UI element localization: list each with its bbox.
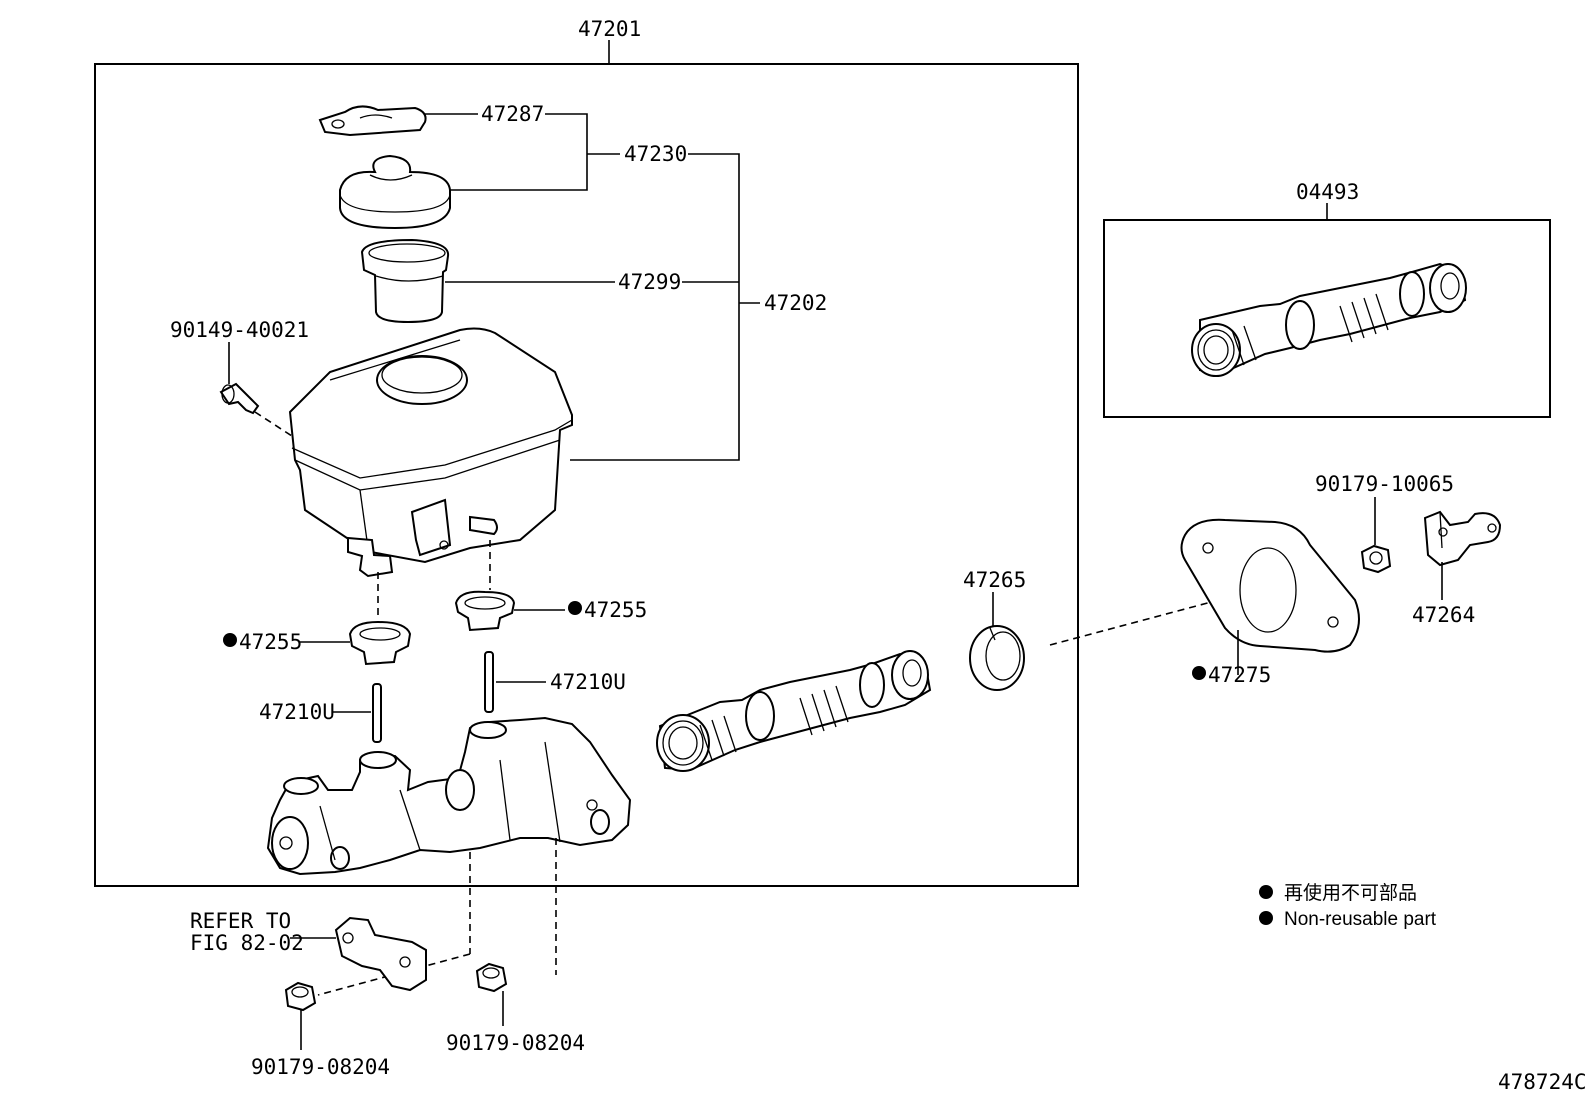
label-47202[interactable]: 47202 bbox=[764, 291, 827, 315]
kit-piston-assembly bbox=[1191, 262, 1467, 377]
label-47255-right[interactable]: 47255 bbox=[584, 598, 647, 622]
legend-japanese: 再使用不可部品 bbox=[1284, 882, 1417, 904]
nut-bottom-left bbox=[284, 981, 317, 1012]
reservoir-strainer bbox=[360, 238, 450, 324]
label-90179-10065[interactable]: 90179-10065 bbox=[1315, 472, 1454, 496]
reservoir-cap bbox=[339, 154, 451, 230]
cap-gasket bbox=[318, 105, 427, 137]
refer-bracket bbox=[334, 916, 427, 992]
legend: 再使用不可部品 Non-reusable part bbox=[1259, 882, 1437, 930]
legend-english: Non-reusable part bbox=[1284, 909, 1437, 930]
label-47201[interactable]: 47201 bbox=[578, 17, 641, 41]
label-refer-line2[interactable]: FIG 82-02 bbox=[190, 931, 304, 955]
piston-assembly bbox=[656, 650, 932, 772]
label-90179-08204-mid[interactable]: 90179-08204 bbox=[446, 1031, 585, 1055]
label-47299[interactable]: 47299 bbox=[618, 270, 681, 294]
nonreusable-dot-icon bbox=[1259, 911, 1273, 925]
label-47210U-right[interactable]: 47210U bbox=[550, 670, 626, 694]
nut-bottom-mid bbox=[475, 962, 508, 993]
nonreusable-dot-icon bbox=[223, 633, 237, 647]
label-47255-left[interactable]: 47255 bbox=[239, 630, 302, 654]
label-04493[interactable]: 04493 bbox=[1296, 180, 1359, 204]
reservoir-screw bbox=[219, 382, 260, 415]
pin-left bbox=[372, 683, 382, 743]
label-47264[interactable]: 47264 bbox=[1412, 603, 1475, 627]
grommet-left bbox=[348, 620, 412, 666]
bracket bbox=[1423, 510, 1502, 567]
label-47275[interactable]: 47275 bbox=[1208, 663, 1271, 687]
nut-top-right bbox=[1360, 544, 1392, 574]
label-90179-08204-left[interactable]: 90179-08204 bbox=[251, 1055, 390, 1079]
label-47265[interactable]: 47265 bbox=[963, 568, 1026, 592]
assembly-frame bbox=[94, 63, 1079, 887]
nonreusable-dot-icon bbox=[1192, 666, 1206, 680]
master-cylinder-body bbox=[266, 716, 632, 876]
pin-right bbox=[484, 651, 494, 713]
label-47287[interactable]: 47287 bbox=[481, 102, 544, 126]
nonreusable-dot-icon bbox=[1259, 885, 1273, 899]
nonreusable-dot-icon bbox=[568, 601, 582, 615]
label-47210U-left[interactable]: 47210U bbox=[259, 700, 335, 724]
label-90149-40021[interactable]: 90149-40021 bbox=[170, 318, 309, 342]
grommet-right bbox=[454, 590, 516, 632]
label-refer-line1[interactable]: REFER TO bbox=[190, 909, 291, 933]
label-47230[interactable]: 47230 bbox=[624, 142, 687, 166]
mounting-gasket bbox=[1180, 518, 1360, 653]
figure-id: 478724C bbox=[1498, 1070, 1587, 1094]
brake-fluid-reservoir bbox=[288, 327, 573, 578]
seal-ring bbox=[969, 625, 1025, 691]
